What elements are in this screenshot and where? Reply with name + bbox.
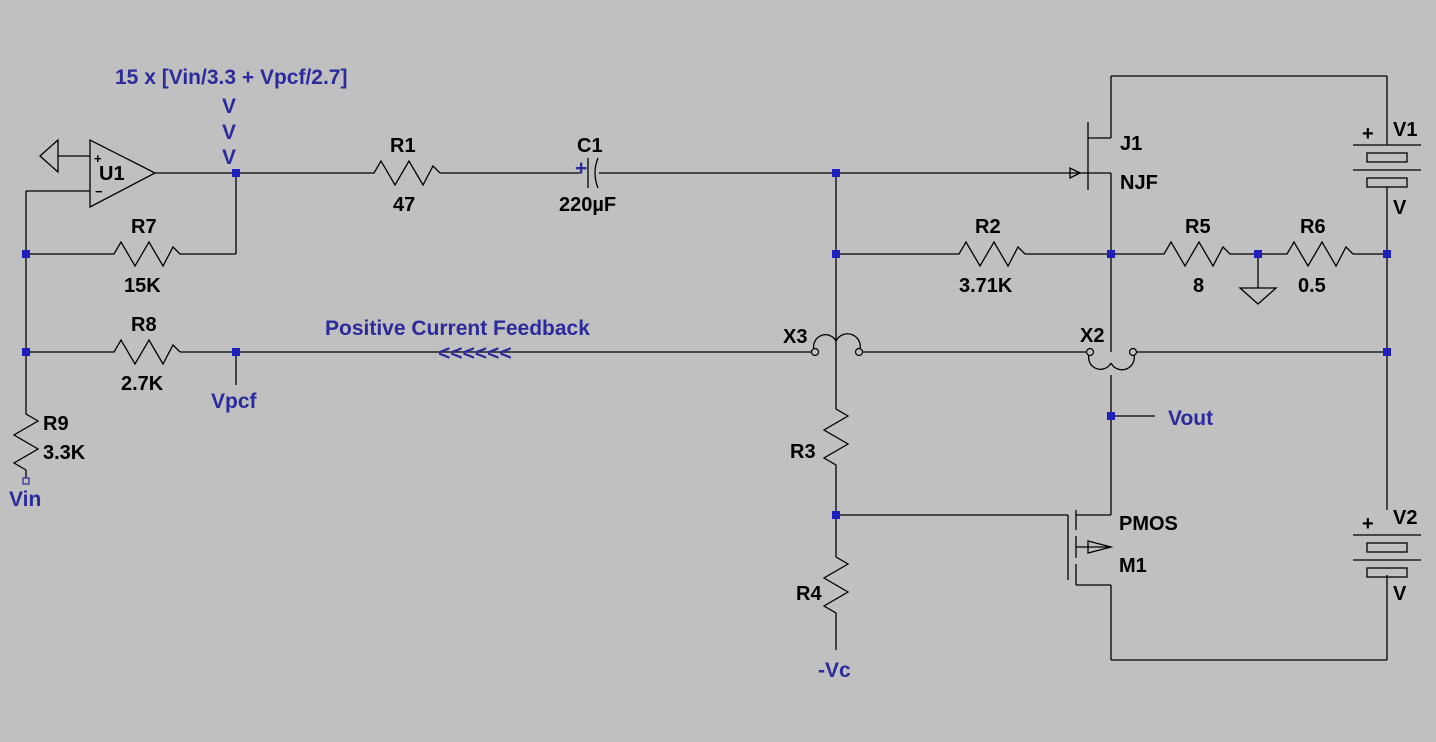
v2-ref: V2 [1393,507,1417,529]
down-arrow-2: V [222,121,236,144]
x3-ref: X3 [783,326,807,348]
x2-ref: X2 [1080,325,1104,347]
ground-icon [1238,287,1278,305]
opamp-plus-sign: + [94,151,102,166]
junction-dots [22,169,1391,519]
r8-ref: R8 [131,314,157,336]
opamp-u1-label: U1 [99,163,125,185]
m1-model: PMOS [1119,513,1178,535]
resistor-r9: R9 3.3K [12,410,86,485]
capacitor-c1: + C1 220µF [559,135,616,216]
feedback-title: Positive Current Feedback [325,317,590,340]
c1-ref: C1 [577,135,603,157]
net-label-vpcf: Vpcf [211,390,258,413]
crossover-x2: X2 [1080,325,1138,371]
ground-icon [39,138,59,174]
net-label-vin: Vin [9,488,41,511]
r6-value: 0.5 [1298,275,1326,297]
r7-ref: R7 [131,216,157,238]
net-label-neg-vc: -Vc [818,659,851,682]
resistor-r8: R8 2.7K [110,314,181,395]
crossover-x3: X3 [783,326,864,357]
resistor-r3: R3 [790,405,850,470]
v1-value: V [1393,197,1407,219]
j1-ref: J1 [1120,133,1142,155]
r9-ref: R9 [43,413,69,435]
r5-value: 8 [1193,275,1204,297]
jfet-j1: J1 NJF [1069,120,1158,194]
r1-ref: R1 [390,135,416,157]
r6-ref: R6 [1300,216,1326,238]
feedback-arrows: <<<<<< [438,342,512,365]
r1-value: 47 [393,194,415,216]
resistor-r2: R2 3.71K [955,216,1026,297]
opamp-u1: + − U1 [39,138,157,209]
battery-v1: + V1 V [1353,119,1421,219]
v2-plus-sign: + [1362,513,1374,535]
vin-port-icon [22,477,30,485]
resistor-r4: R4 [796,553,850,620]
r2-value: 3.71K [959,275,1013,297]
j1-model: NJF [1120,172,1158,194]
c1-polarity-plus: + [575,157,587,180]
resistor-r7: R7 15K [110,216,181,297]
v2-value: V [1393,583,1407,605]
down-arrow-3: V [222,146,236,169]
r5-ref: R5 [1185,216,1211,238]
pmos-m1: PMOS M1 [1067,510,1178,586]
opamp-minus-sign: − [95,184,103,199]
r9-value: 3.3K [43,442,86,464]
resistor-r6: R6 0.5 [1283,216,1354,297]
r8-value: 2.7K [121,373,164,395]
r7-value: 15K [124,275,161,297]
formula-annotation: 15 x [Vin/3.3 + Vpcf/2.7] [115,66,347,89]
v1-ref: V1 [1393,119,1417,141]
m1-ref: M1 [1119,555,1147,577]
c1-value: 220µF [559,194,616,216]
down-arrow-1: V [222,95,236,118]
r2-ref: R2 [975,216,1001,238]
v1-plus-sign: + [1362,123,1374,145]
net-label-vout: Vout [1168,407,1213,430]
resistor-r1: R1 47 [370,135,441,216]
resistor-r5: R5 8 [1160,216,1231,297]
r3-ref: R3 [790,441,816,463]
battery-v2: + V2 V [1353,507,1421,605]
r4-ref: R4 [796,583,822,605]
